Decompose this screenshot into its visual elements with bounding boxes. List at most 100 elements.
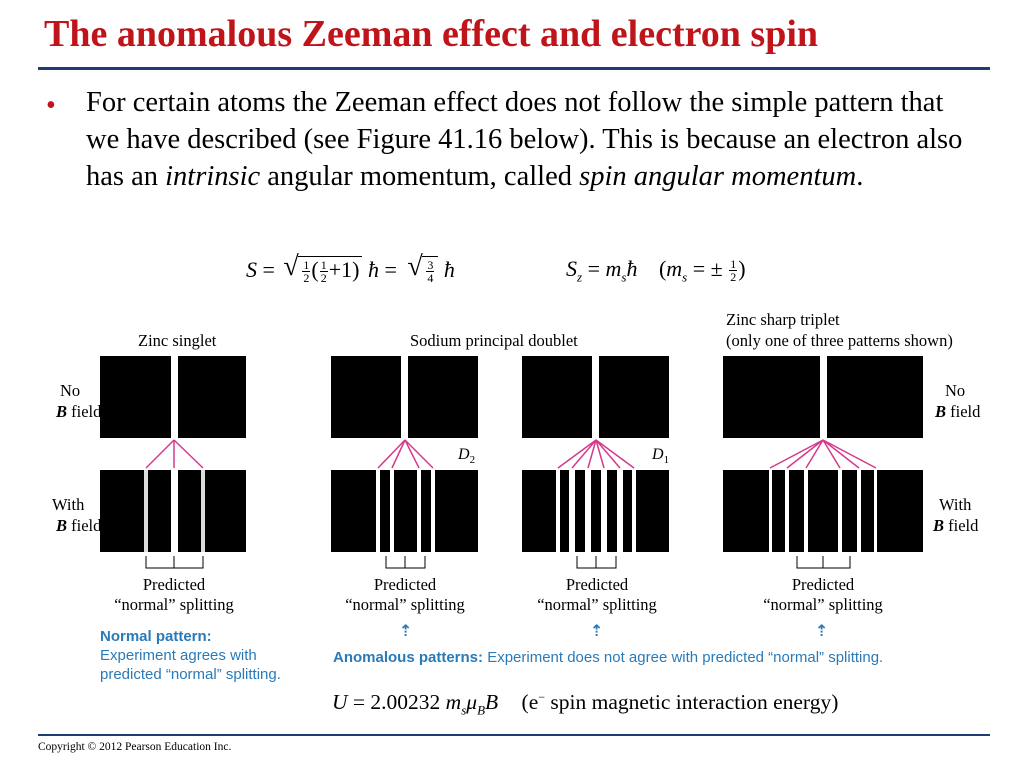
b-vector-symbol-3: B: [935, 402, 947, 421]
field-word-3: field: [950, 402, 981, 421]
eq-sz-m2: m: [666, 256, 683, 281]
eq-s-sqrt1: 12(12+1): [283, 251, 363, 286]
spectral-line: [401, 356, 408, 438]
b-vector-symbol-4: B: [933, 516, 945, 535]
label-bfield-with-right: B field: [933, 515, 978, 536]
equation-interaction-energy: U = 2.00232 msμBB (e− spin magnetic inte…: [332, 690, 838, 718]
field-word-2: field: [71, 516, 102, 535]
spectral-line: [617, 470, 623, 552]
eq-s-frac-num: 1: [302, 258, 311, 273]
eq-s-lhs: S: [246, 257, 257, 282]
splitting-lines: [145, 439, 877, 469]
eq-s-open-paren: (: [311, 257, 319, 282]
panel-zinc-singlet-nofield: [100, 356, 246, 438]
eq-sz-sub: z: [577, 269, 583, 285]
eq-s-equals: =: [262, 257, 275, 282]
spectral-line: [144, 470, 148, 552]
normal-splitting-word: “normal” splitting: [537, 595, 657, 614]
caption-zinc-triplet-2: (only one of three patterns shown): [726, 331, 953, 350]
predicted-word: Predicted: [373, 575, 437, 594]
eq-sz-msub: s: [621, 269, 627, 285]
label-d1: D1: [652, 446, 669, 466]
bullet-part-1: For certain atoms the Zeeman effect does…: [86, 87, 963, 192]
spectral-line: [785, 470, 789, 552]
panel-zinc-singlet-field: [100, 470, 246, 552]
spectral-line: [585, 470, 591, 552]
predicted-label-3: Predicted“normal” splitting: [527, 575, 667, 615]
bullet-text: For certain atoms the Zeeman effect does…: [86, 84, 976, 195]
eq-sz-msub2: s: [682, 269, 688, 285]
panel-sodium-d2-nofield: [331, 356, 478, 438]
label-bfield-right: B field: [935, 401, 980, 422]
panel-sodium-d2-field: [331, 470, 478, 552]
normal-splitting-word: “normal” splitting: [345, 595, 465, 614]
predicted-word: Predicted: [565, 575, 629, 594]
field-word-4: field: [948, 516, 979, 535]
eq-u-m: m: [445, 690, 462, 715]
slide-title: The anomalous Zeeman effect and electron…: [44, 13, 819, 55]
spectral-line: [857, 470, 861, 552]
eq-sz-frac-den: 2: [730, 270, 737, 285]
field-word: field: [71, 402, 102, 421]
normal-splitting-word: “normal” splitting: [763, 595, 883, 614]
label-with-left: With: [52, 495, 85, 514]
eq-s-hbar-2: ħ: [443, 257, 455, 282]
eq-s-frac3-num: 3: [426, 258, 435, 273]
eq-sz-pm: = ±: [692, 256, 723, 281]
spectral-line: [201, 470, 205, 552]
spectral-line: [171, 470, 178, 552]
d2-sub: 2: [469, 454, 476, 467]
eq-s-equals-2: =: [384, 257, 397, 282]
normal-pattern-title: Normal pattern:: [100, 628, 212, 645]
eq-sz-lhs: S: [566, 256, 577, 281]
spectral-line: [592, 356, 599, 438]
eq-sz-paren-open: (: [658, 256, 667, 281]
eq-u-msub: s: [461, 702, 467, 718]
predicted-word: Predicted: [791, 575, 855, 594]
bullet-italic-spin: spin angular momentum: [579, 161, 857, 192]
b-vector-symbol-2: B: [56, 516, 68, 535]
eq-u-mu: μ: [466, 690, 478, 715]
panel-sodium-d1-field: [522, 470, 669, 552]
eq-sz-equals: =: [587, 256, 600, 281]
label-bfield-with-left: B field: [48, 515, 101, 536]
eq-u-equals: = 2.00232: [352, 690, 441, 715]
spectral-line: [820, 356, 827, 438]
caption-sodium-doublet: Sodium principal doublet: [410, 331, 578, 350]
d2-letter: D: [458, 446, 470, 463]
spectral-line: [804, 470, 808, 552]
bullet-part-2: angular momentum, called: [260, 161, 580, 192]
anomalous-title: Anomalous patterns:: [333, 649, 484, 666]
bullet-italic-intrinsic: intrinsic: [165, 161, 261, 192]
eq-u-note-open: (e: [521, 690, 539, 715]
eq-s-frac-three-quarter: 34: [426, 258, 435, 284]
dotted-arrow-icon: ⇡: [815, 621, 829, 640]
label-with-field-left: With B field: [48, 494, 101, 536]
normal-pattern-text-1: Experiment agrees with: [100, 647, 257, 664]
spectral-line: [838, 470, 842, 552]
spectral-line: [601, 470, 607, 552]
eq-sz-paren-close: ): [738, 256, 746, 281]
dotted-arrow-icon: ⇡: [590, 621, 604, 640]
eq-sz-hbar: ħ: [626, 256, 638, 281]
d1-sub: 1: [663, 454, 670, 467]
eq-sz-frac-num: 1: [729, 257, 738, 272]
label-no-right: No: [945, 381, 966, 400]
anomalous-pattern-note: Anomalous patterns: Experiment does not …: [333, 648, 883, 667]
eq-u-note-sup: −: [538, 690, 546, 704]
predicted-label-1: Predicted“normal” splitting: [104, 575, 244, 615]
panel-zinc-triplet-nofield: [723, 356, 923, 438]
footer-rule: [38, 734, 990, 736]
predicted-label-4: Predicted“normal” splitting: [753, 575, 893, 615]
spectral-line: [417, 470, 421, 552]
spectral-line: [874, 470, 877, 552]
bullet-part-3: .: [856, 161, 864, 192]
eq-s-frac2-den: 2: [320, 271, 327, 286]
eq-u-note-rest: spin magnetic interaction energy): [545, 690, 839, 715]
title-underline: [38, 67, 990, 70]
label-bfield-left: B field: [56, 401, 101, 422]
